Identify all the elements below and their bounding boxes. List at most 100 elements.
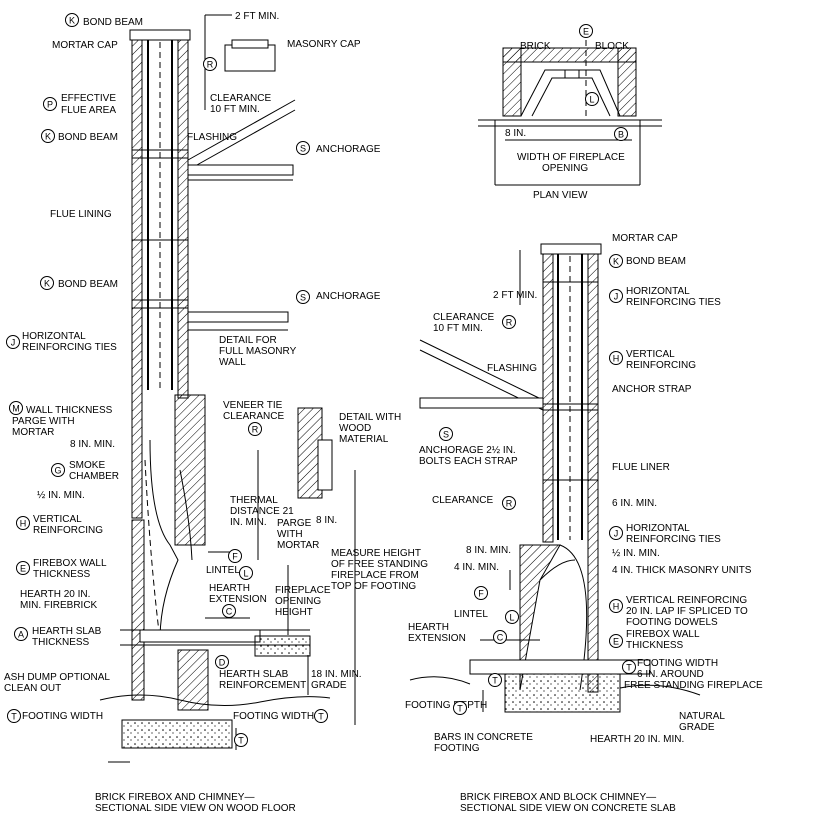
plan-view-drawing [478,30,662,186]
label-hearth-slab-2: HEARTH SLAB [219,669,289,680]
label-r-footing-depth: FOOTING DEPTH [405,700,487,711]
tag-circle-t [234,733,248,747]
label-r-2ft-min: 2 FT MIN. [493,290,537,301]
tag-letter-p: P [47,100,53,110]
tag-letter-h: H [613,354,620,364]
caption-left-1: BRICK FIREBOX AND CHIMNEY— [95,792,254,803]
label-detail-with: DETAIL WITH [339,412,401,423]
tag-circle-d [215,655,229,669]
left-chimney-outer-wall-left [131,37,143,519]
left-firebox-back-wall [174,394,206,546]
label-fireplace: FIREPLACE [275,585,331,596]
label-r-reinforcing: REINFORCING [626,360,696,371]
label-with: WITH [277,529,303,540]
tag-letter-t: T [318,712,324,722]
tag-circle-t [7,709,21,723]
tag-circle-r [248,422,262,436]
label-r-firebox-thickness: THICKNESS [626,640,684,651]
label-hearth-20in: HEARTH 20 IN. [20,589,90,600]
label-top-of-footing: TOP OF FOOTING [331,581,416,592]
tag-circle-e [16,561,30,575]
tag-letter-s: S [443,430,449,440]
label-clean-out: CLEAN OUT [4,683,61,694]
label-r-bond-beam: BOND BEAM [626,256,686,267]
label-r-clearance-2: CLEARANCE [432,495,493,506]
label-lintel: LINTEL [206,565,240,576]
label-r-footing-width: FOOTING WIDTH [637,658,718,669]
right-footing [504,673,621,713]
label-r-8in: 8 IN. MIN. [466,545,511,556]
tag-letter-r: R [506,499,513,509]
label-anchorage-2: ANCHORAGE [316,291,381,302]
label-wall-thickness: WALL THICKNESS [26,405,113,416]
label-thermal: THERMAL [230,495,278,506]
tag-circle-m [9,401,23,415]
label-material: MATERIAL [339,434,389,445]
label-mortar: MORTAR [12,427,54,438]
tag-circle-h [609,351,623,365]
tag-letter-t: T [492,676,498,686]
label-parge: PARGE [277,518,312,529]
label-r-firebox-wall: FIREBOX WALL [626,629,700,640]
label-block: BLOCK [595,41,629,52]
label-chamber: CHAMBER [69,471,119,482]
tag-circle-r [203,57,217,71]
label-8in: 8 IN. [316,515,337,526]
label-slab-reinforcement: REINFORCEMENT [219,680,306,691]
label-width-of-fireplace: WIDTH OF FIREPLACE [517,152,625,163]
label-r-lintel: LINTEL [454,609,488,620]
label-r-dowels: FOOTING DOWELS [626,617,718,628]
label-of-free-standing: OF FREE STANDING [331,559,428,570]
plan-labels: BRICK BLOCK 8 IN. WIDTH OF FIREPLACE OPE… [505,41,629,201]
label-r-half-in: ½ IN. MIN. [612,548,660,559]
caption-right-1: BRICK FIREBOX AND BLOCK CHIMNEY— [460,792,656,803]
tag-letter-e: E [583,27,589,37]
tag-letter-e: E [613,637,619,647]
label-r-4in: 4 IN. MIN. [454,562,499,573]
label-measure-height: MEASURE HEIGHT [331,548,421,559]
label-grade: GRADE [311,680,347,691]
caption-right-2: SECTIONAL SIDE VIEW ON CONCRETE SLAB [460,803,676,814]
label-full-masonry: FULL MASONRY [219,346,297,357]
label-bond-beam-mid: BOND BEAM [58,132,118,143]
label-ash-dump: ASH DUMP OPTIONAL [4,672,110,683]
tag-circle-c [222,604,236,618]
tag-letter-l: L [589,95,594,105]
tag-letter-l: L [509,613,514,623]
tag-letter-e: E [20,564,26,574]
tag-letter-c: C [226,607,233,617]
label-anchorage-1: ANCHORAGE [316,144,381,155]
tag-letter-r: R [207,60,214,70]
right-section-drawing [409,243,701,713]
label-r-20in-lap: 20 IN. LAP IF SPLICED TO [626,606,748,617]
label-r-ties-2: REINFORCING TIES [626,534,721,545]
label-hearth: HEARTH [209,583,250,594]
label-opening: OPENING [542,163,588,174]
label-18in-min: 18 IN. MIN. [311,669,362,680]
label-slab-thickness: THICKNESS [32,637,90,648]
left-section-drawing [99,14,356,763]
label-veneer-tie: VENEER TIE [223,400,283,411]
label-r-reinforcing-ties: REINFORCING TIES [626,297,721,308]
tag-circle-s [439,427,453,441]
tag-circle-r [502,496,516,510]
tag-letter-t: T [11,712,17,722]
label-r-10ft: 10 FT MIN. [433,323,483,334]
label-r-vertical: VERTICAL [626,349,675,360]
tag-circle-t [488,673,502,687]
label-mortar-cap: MORTAR CAP [52,40,118,51]
label-distance-21: DISTANCE 21 [230,506,294,517]
left-labels: BOND BEAM MORTAR CAP 2 FT MIN. MASONRY C… [4,11,428,814]
label-flue-area: FLUE AREA [61,105,116,116]
tag-letter-h: H [20,519,27,529]
tag-circle-s [296,290,310,304]
tag-circle-f [474,586,488,600]
label-parge-mortar: MORTAR [277,540,319,551]
label-flashing: FLASHING [187,132,237,143]
label-r-footing: FOOTING [434,743,480,754]
tag-circle-r [502,315,516,329]
tag-circle-a [14,627,28,641]
label-effective: EFFECTIVE [61,93,116,104]
